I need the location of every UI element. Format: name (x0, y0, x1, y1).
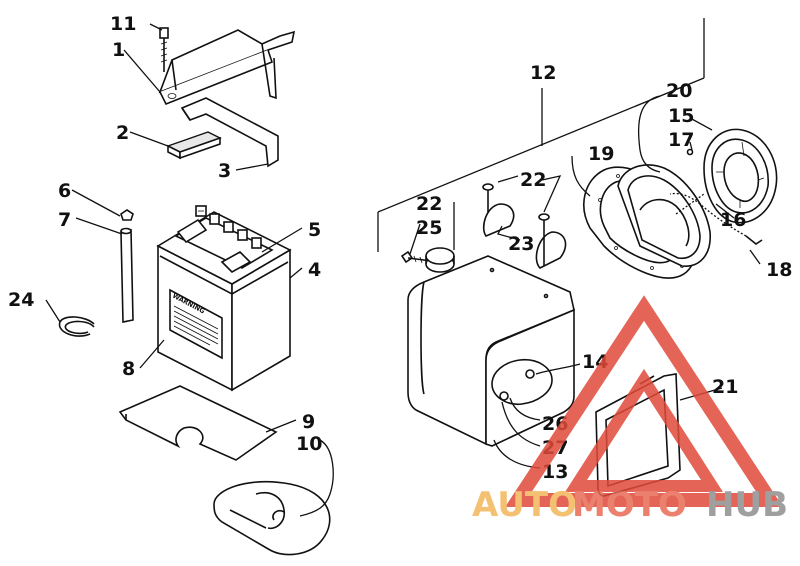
tether-16 (669, 192, 763, 245)
clamp-25 (425, 247, 455, 273)
callout-4: 4 (308, 259, 321, 281)
callout-18: 18 (766, 259, 792, 281)
callout-3: 3 (218, 160, 231, 182)
bracket-3 (180, 97, 279, 168)
ring-20 (617, 164, 711, 267)
callout-13: 13 (542, 461, 568, 483)
callout-15: 15 (668, 105, 694, 127)
watermark-hub: HUB (706, 485, 788, 525)
pad-2 (166, 131, 222, 160)
callout-12: 12 (530, 62, 556, 84)
watermark-auto: AUTO (472, 485, 577, 525)
watermark-logo: AUTO MOTO HUB (472, 295, 788, 525)
bolt-11 (159, 27, 169, 72)
clip-24 (58, 316, 95, 337)
callout-25: 25 (416, 217, 442, 239)
hold-down-bracket (158, 29, 296, 106)
callout-24: 24 (8, 289, 34, 311)
callout-8: 8 (122, 358, 135, 380)
pad-9 (118, 385, 278, 461)
callout-21: 21 (712, 376, 738, 398)
screw-17 (686, 148, 694, 156)
callout-17: 17 (668, 129, 694, 151)
callout-19: 19 (588, 143, 614, 165)
callout-7: 7 (58, 209, 71, 231)
battery-4: WARNING (156, 205, 292, 392)
callout-11: 11 (110, 13, 136, 35)
callout-20: 20 (666, 80, 692, 102)
callout-9: 9 (302, 411, 315, 433)
battery-box-13 (407, 255, 575, 447)
callout-23: 23 (508, 233, 534, 255)
vent-tube-7 (120, 227, 134, 323)
callout-6: 6 (58, 180, 71, 202)
callout-1: 1 (112, 39, 125, 61)
callout-10: 10 (296, 433, 322, 455)
screw-22-right (538, 213, 550, 266)
callout-5: 5 (308, 219, 321, 241)
cap-15 (703, 128, 778, 224)
watermark-moto: MOTO (572, 485, 687, 525)
callout-2: 2 (116, 122, 129, 144)
callout-16: 16 (720, 209, 746, 231)
sleeve-10 (213, 480, 331, 556)
callout-22-left: 22 (416, 193, 442, 215)
vent-cap-6 (120, 209, 134, 221)
callout-22-top: 22 (520, 169, 546, 191)
